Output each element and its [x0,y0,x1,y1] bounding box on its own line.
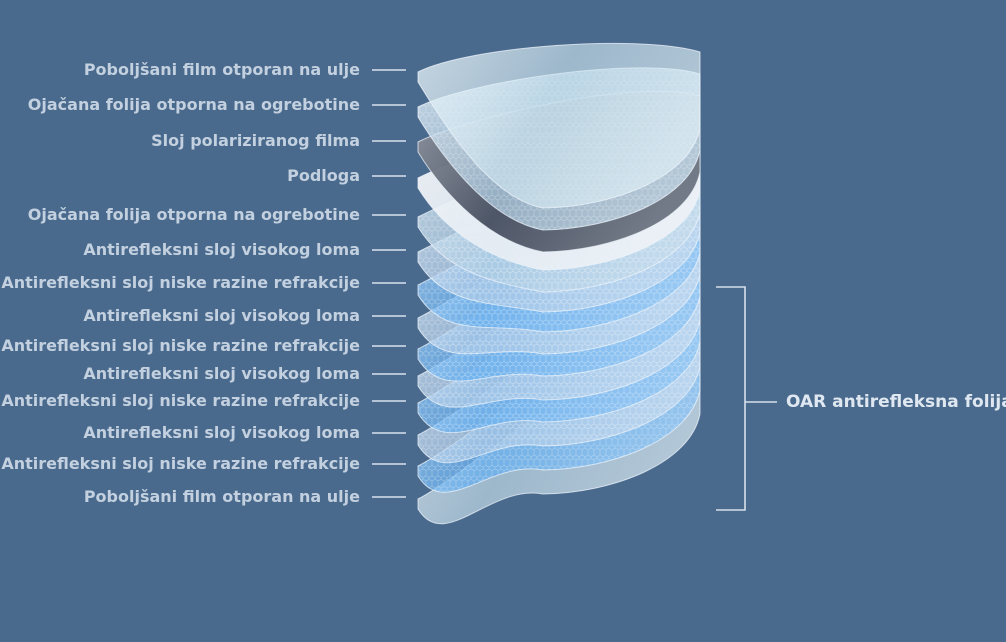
layer-leader-line-2 [372,104,406,106]
layer-leader-line-9 [372,345,406,347]
layer-leader-line-10 [372,373,406,375]
layer-label-12: Antirefleksni sloj visokog loma [83,423,360,442]
layer-label-6: Antirefleksni sloj visokog loma [83,240,360,259]
oar-antireflective-label: OAR antirefleksna folija [786,392,1006,412]
layer-label-9: Antirefleksni sloj niske razine refrakci… [1,336,360,355]
layer-leader-line-14 [372,496,406,498]
layer-leader-line-7 [372,282,406,284]
lens-layer-1-oil-resistant [417,42,701,209]
layer-leader-line-4 [372,175,406,177]
layer-leader-line-1 [372,69,406,71]
layer-leader-line-13 [372,463,406,465]
layer-label-3: Sloj polariziranog filma [151,131,360,150]
oar-bracket-line [716,286,746,511]
layer-label-5: Ojačana folija otporna na ogrebotine [27,205,360,224]
lens-layer-gloss [418,43,700,208]
layer-leader-line-12 [372,432,406,434]
layer-leader-line-5 [372,214,406,216]
layer-label-10: Antirefleksni sloj visokog loma [83,364,360,383]
layer-label-2: Ojačana folija otporna na ogrebotine [27,95,360,114]
layer-leader-line-3 [372,140,406,142]
layer-label-14: Poboljšani film otporan na ulje [83,487,360,506]
layer-leader-line-8 [372,315,406,317]
layer-leader-line-11 [372,400,406,402]
oar-bracket [716,286,777,511]
layer-label-11: Antirefleksni sloj niske razine refrakci… [1,391,360,410]
layer-label-8: Antirefleksni sloj visokog loma [83,306,360,325]
layer-leader-line-6 [372,249,406,251]
layer-label-7: Antirefleksni sloj niske razine refrakci… [1,273,360,292]
layer-label-1: Poboljšani film otporan na ulje [83,60,360,79]
layer-label-4: Podloga [287,166,360,185]
layer-label-13: Antirefleksni sloj niske razine refrakci… [1,454,360,473]
